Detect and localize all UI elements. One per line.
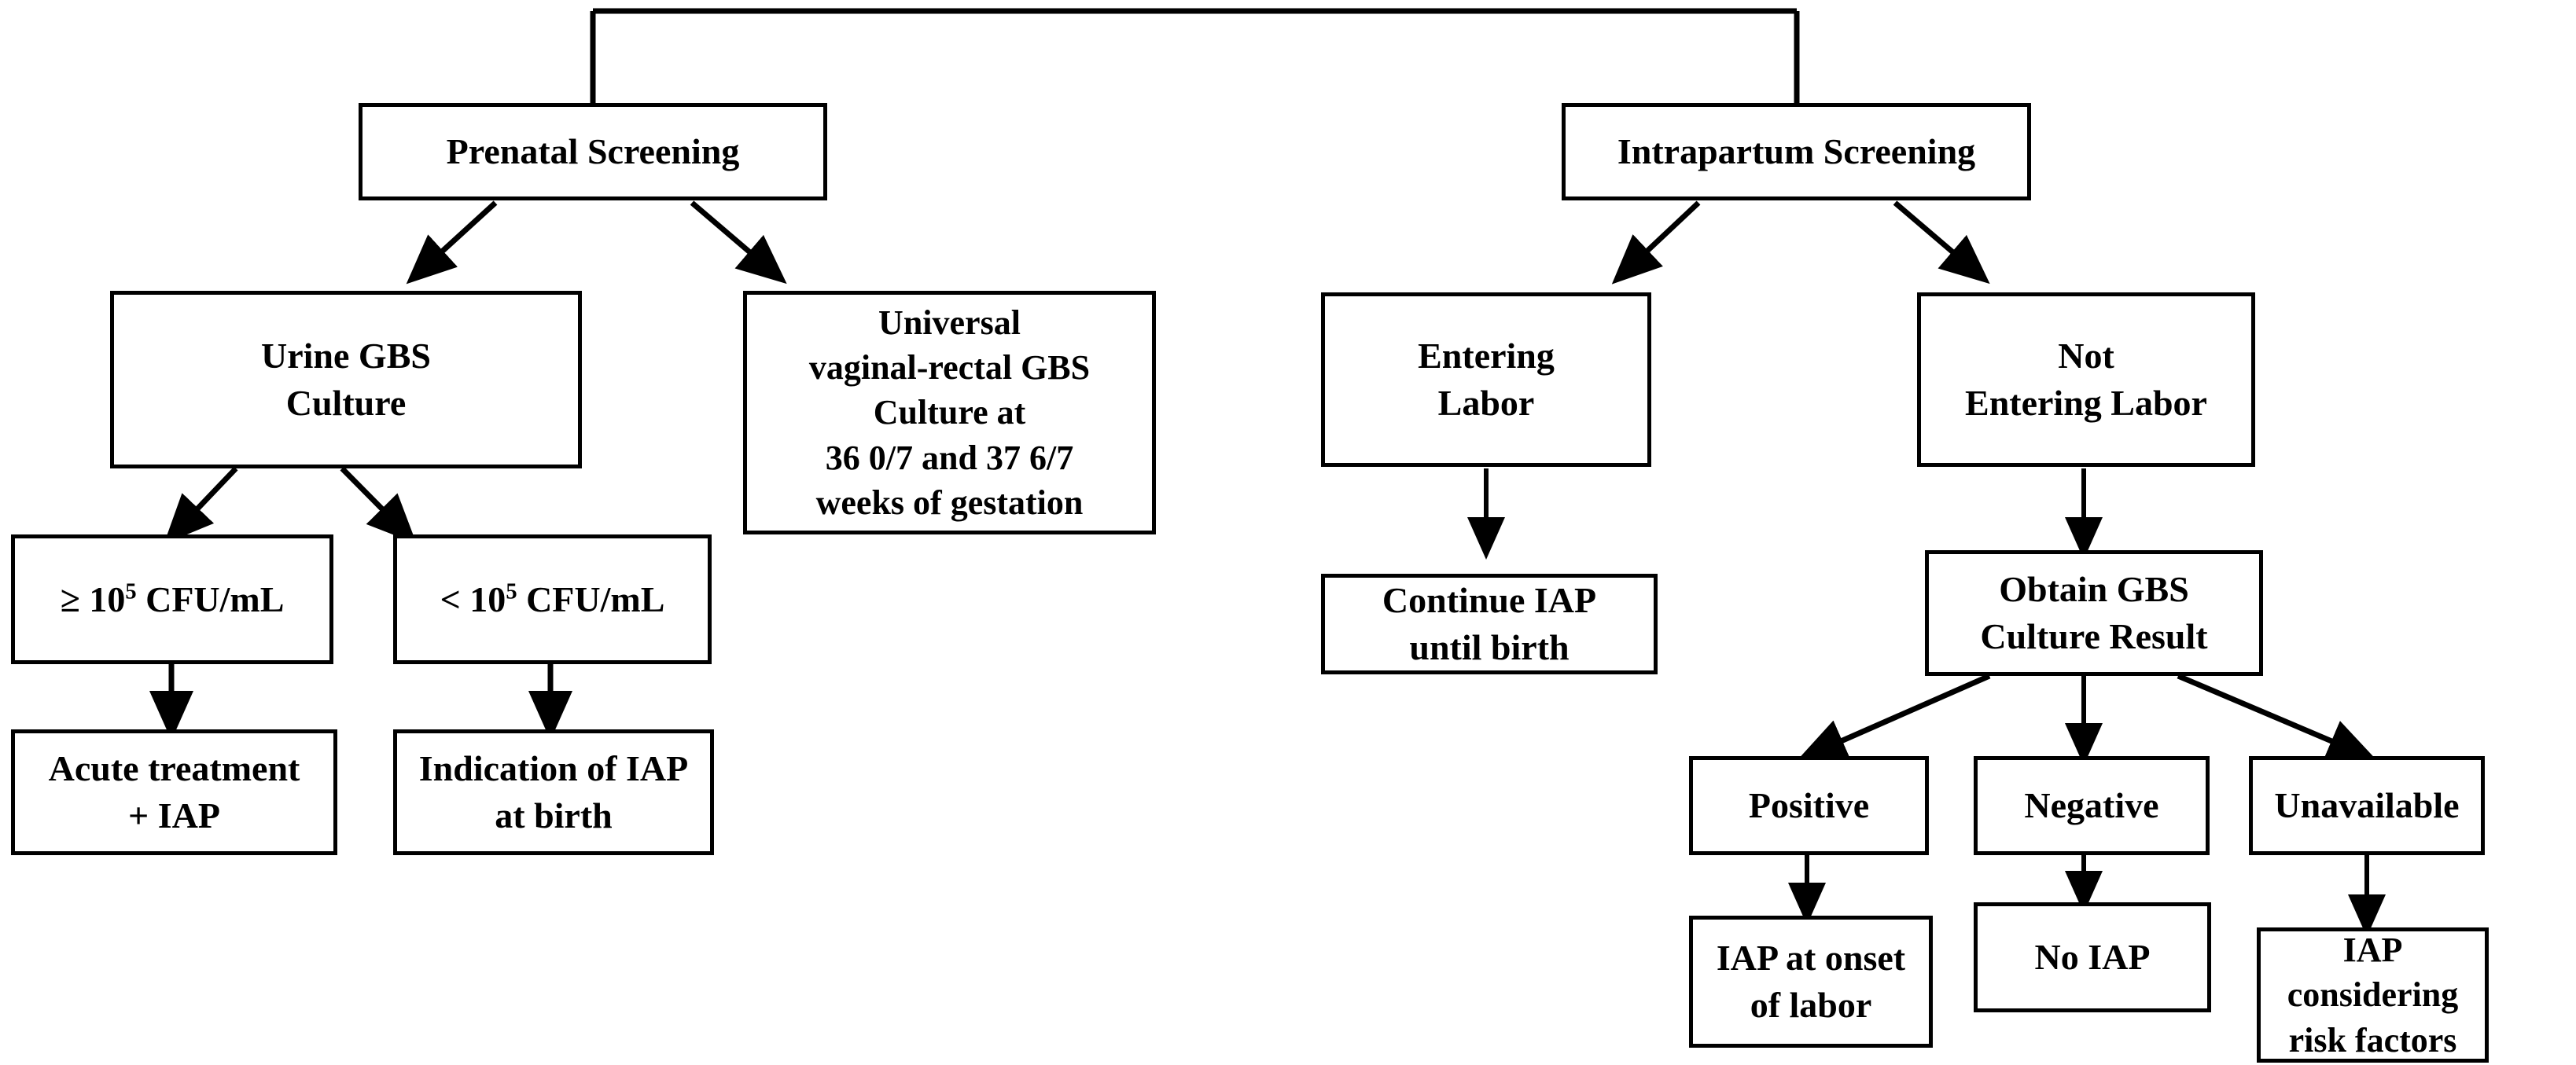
node-cfu-high-label: ≥ 105 CFU/mL	[60, 578, 285, 619]
node-universal-vaginal-rectal-label: Universal vaginal-rectal GBS Culture at …	[808, 303, 1091, 522]
edge-intrapartum-to-not-entering	[1893, 200, 1990, 285]
node-iap-considering-risk[interactable]: IAP considering risk factors	[2257, 927, 2489, 1063]
cfu-high-exponent: 5	[125, 579, 137, 604]
node-no-iap[interactable]: No IAP	[1974, 902, 2211, 1012]
node-acute-treatment[interactable]: Acute treatment + IAP	[11, 729, 337, 855]
edge-intrapartum-to-entering	[1611, 200, 1701, 285]
node-continue-iap[interactable]: Continue IAP until birth	[1321, 574, 1658, 674]
node-unavailable-label: Unavailable	[2274, 785, 2460, 826]
edge-root-bus	[590, 8, 1800, 103]
edge-prenatal-to-urine	[406, 200, 498, 285]
edge-urine-to-cfu-high	[164, 466, 238, 545]
node-prenatal-screening[interactable]: Prenatal Screening	[359, 103, 827, 200]
node-no-iap-label: No IAP	[2034, 937, 2151, 978]
node-negative[interactable]: Negative	[1974, 756, 2210, 855]
node-acute-treatment-label: Acute treatment + IAP	[48, 748, 300, 835]
node-iap-at-onset-label: IAP at onset of labor	[1716, 938, 1906, 1025]
edge-prenatal-to-universal	[690, 200, 787, 285]
node-entering-labor[interactable]: Entering Labor	[1321, 292, 1651, 467]
node-iap-considering-risk-label: IAP considering risk factors	[2287, 931, 2459, 1059]
node-cfu-low[interactable]: < 105 CFU/mL	[393, 534, 712, 664]
node-obtain-gbs-culture-result[interactable]: Obtain GBS Culture Result	[1925, 550, 2263, 676]
node-prenatal-screening-label: Prenatal Screening	[446, 131, 740, 172]
node-urine-gbs-culture[interactable]: Urine GBS Culture	[110, 291, 582, 468]
node-iap-at-onset[interactable]: IAP at onset of labor	[1689, 916, 1933, 1048]
node-unavailable[interactable]: Unavailable	[2249, 756, 2485, 855]
node-intrapartum-screening-label: Intrapartum Screening	[1617, 131, 1976, 172]
node-indication-iap[interactable]: Indication of IAP at birth	[393, 729, 714, 855]
node-positive[interactable]: Positive	[1689, 756, 1929, 855]
edge-obtain-to-unavailable	[2177, 673, 2377, 762]
node-intrapartum-screening[interactable]: Intrapartum Screening	[1562, 103, 2031, 200]
node-entering-labor-label: Entering Labor	[1418, 336, 1555, 423]
cfu-low-exponent: 5	[506, 579, 517, 604]
node-obtain-gbs-culture-result-label: Obtain GBS Culture Result	[1980, 569, 2208, 656]
node-not-entering-labor-label: Not Entering Labor	[1965, 336, 2207, 423]
node-positive-label: Positive	[1748, 785, 1870, 826]
node-cfu-low-label: < 105 CFU/mL	[440, 578, 665, 619]
node-urine-gbs-culture-label: Urine GBS Culture	[261, 336, 431, 423]
edge-urine-to-cfu-low	[340, 466, 417, 544]
node-negative-label: Negative	[2024, 785, 2159, 826]
node-cfu-high[interactable]: ≥ 105 CFU/mL	[11, 534, 333, 664]
node-indication-iap-label: Indication of IAP at birth	[418, 748, 689, 835]
node-universal-vaginal-rectal[interactable]: Universal vaginal-rectal GBS Culture at …	[743, 291, 1156, 534]
edge-obtain-to-positive	[1797, 673, 1991, 761]
node-continue-iap-label: Continue IAP until birth	[1382, 580, 1597, 667]
node-not-entering-labor[interactable]: Not Entering Labor	[1917, 292, 2255, 467]
